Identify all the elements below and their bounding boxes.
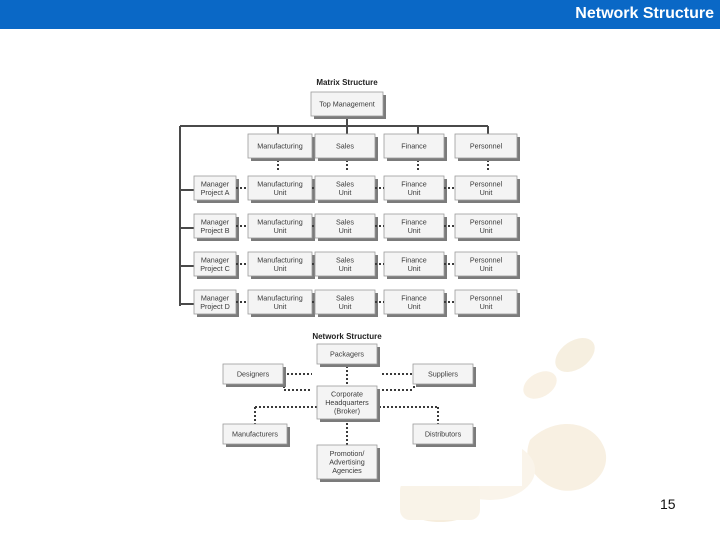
manufacturing-unit-b-box-label: Unit	[274, 226, 287, 235]
sales-unit-d-box-label: Unit	[339, 302, 352, 311]
manager-project-c-box-label: Manager	[201, 255, 230, 264]
sales-unit-c-box-label: Sales	[336, 255, 354, 264]
header-bar: Network Structure	[0, 0, 720, 29]
column-manufacturing-box-label: Manufacturing	[257, 142, 303, 151]
designers-box: Designers	[222, 363, 286, 387]
manufacturing-unit-c-box-label: Unit	[274, 264, 287, 273]
manufacturing-unit-c-box-label: Manufacturing	[257, 255, 303, 264]
column-finance-box: Finance	[383, 133, 447, 161]
sales-unit-a-box-label: Sales	[336, 179, 354, 188]
sales-unit-d-box-label: Sales	[336, 293, 354, 302]
column-sales-box-label: Sales	[336, 142, 354, 151]
personnel-unit-d-box-label: Unit	[480, 302, 493, 311]
sales-unit-b-box-label: Unit	[339, 226, 352, 235]
finance-unit-d-box-label: Finance	[401, 293, 427, 302]
column-manufacturing-box: Manufacturing	[247, 133, 315, 161]
org-diagram: Matrix Structure Top ManagementManufactu…	[179, 78, 520, 482]
personnel-unit-c-box-label: Personnel	[470, 255, 503, 264]
finance-unit-b-box-label: Unit	[408, 226, 421, 235]
column-finance-box-label: Finance	[401, 142, 427, 151]
finance-unit-c-box-label: Unit	[408, 264, 421, 273]
manufacturing-unit-a-box-label: Unit	[274, 188, 287, 197]
manager-project-d-box-label: Manager	[201, 293, 230, 302]
corporate-headquarters-box-label: Headquarters	[325, 398, 369, 407]
suppliers-box-label: Suppliers	[428, 370, 458, 379]
sales-unit-a-box-label: Unit	[339, 188, 352, 197]
manager-project-b-box-label: Project B	[200, 226, 229, 235]
finance-unit-c-box-label: Finance	[401, 255, 427, 264]
manufacturing-unit-d-box-label: Unit	[274, 302, 287, 311]
personnel-unit-d-box-label: Personnel	[470, 293, 503, 302]
personnel-unit-b-box-label: Unit	[480, 226, 493, 235]
personnel-unit-a-box-label: Personnel	[470, 179, 503, 188]
packagers-box: Packagers	[316, 343, 380, 367]
promotion-advertising-box-label: Promotion/	[330, 449, 365, 458]
manager-project-c-box-label: Project C	[200, 264, 230, 273]
column-sales-box: Sales	[314, 133, 378, 161]
network-title: Network Structure	[312, 332, 382, 341]
sales-unit-b-box-label: Sales	[336, 217, 354, 226]
personnel-unit-c-box-label: Unit	[480, 264, 493, 273]
manufacturing-unit-d-box-label: Manufacturing	[257, 293, 303, 302]
slide-title: Network Structure	[575, 5, 714, 22]
finance-unit-a-box-label: Unit	[408, 188, 421, 197]
finance-unit-a-box-label: Finance	[401, 179, 427, 188]
packagers-box-label: Packagers	[330, 350, 364, 359]
manufacturing-unit-a-box-label: Manufacturing	[257, 179, 303, 188]
manager-project-d-box-label: Project D	[200, 302, 230, 311]
manufacturers-box-label: Manufacturers	[232, 430, 278, 439]
promotion-advertising-box-label: Advertising	[329, 458, 365, 467]
manufacturers-box: Manufacturers	[222, 423, 290, 447]
corporate-headquarters-box-label: (Broker)	[334, 407, 360, 416]
distributors-box: Distributors	[412, 423, 476, 447]
manufacturing-unit-b-box-label: Manufacturing	[257, 217, 303, 226]
sales-unit-c-box-label: Unit	[339, 264, 352, 273]
distributors-box-label: Distributors	[425, 430, 462, 439]
finance-unit-d-box-label: Unit	[408, 302, 421, 311]
designers-box-label: Designers	[237, 370, 270, 379]
personnel-unit-b-box-label: Personnel	[470, 217, 503, 226]
matrix-structure: Matrix Structure Top ManagementManufactu…	[179, 78, 520, 317]
finance-unit-b-box-label: Finance	[401, 217, 427, 226]
column-personnel-box-label: Personnel	[470, 142, 503, 151]
manager-project-b-box-label: Manager	[201, 217, 230, 226]
top-management-box-label: Top Management	[319, 100, 375, 109]
personnel-unit-a-box-label: Unit	[480, 188, 493, 197]
suppliers-box: Suppliers	[412, 363, 476, 387]
column-personnel-box: Personnel	[454, 133, 520, 161]
page-number: 15	[660, 496, 676, 512]
promotion-advertising-box-label: Agencies	[332, 466, 362, 475]
top-management-box: Top Management	[310, 91, 386, 119]
corporate-headquarters-box-label: Corporate	[331, 390, 363, 399]
manager-project-a-box-label: Manager	[201, 179, 230, 188]
manager-project-a-box-label: Project A	[201, 188, 230, 197]
matrix-title: Matrix Structure	[316, 78, 378, 87]
